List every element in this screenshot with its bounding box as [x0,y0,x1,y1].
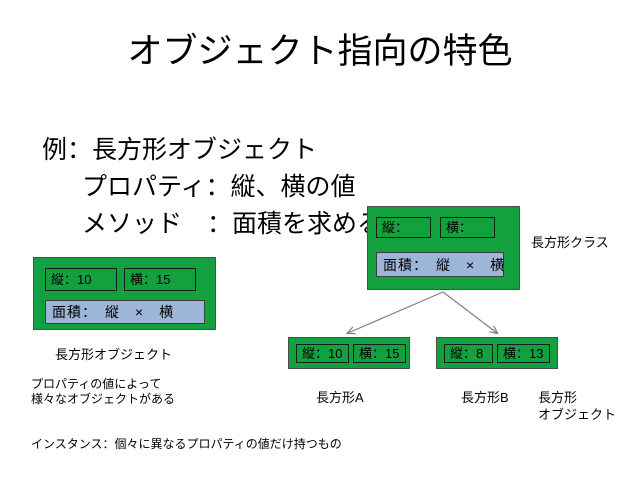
object-method-field: 面積： 縦 × 横 [45,300,205,324]
instance-a-height-field: 縦：10 [296,344,349,363]
property-note: プロパティの値によって 様々なオブジェクトがある [31,377,175,407]
class-box-caption: 長方形クラス [531,235,609,250]
property-note-line1: プロパティの値によって [31,377,162,391]
instance-a-width-field: 横：15 [353,344,406,363]
class-width-field: 横： [440,217,495,238]
class-height-field: 縦： [376,217,431,238]
arrow-to-instance-a [348,291,444,333]
instance-b-height-field: 縦：8 [444,344,493,363]
instance-group-caption: 長方形 オブジェクト [538,389,616,423]
instance-a-caption: 長方形A [316,390,364,405]
body-line-property: プロパティ：縦、横の値 [82,173,356,201]
instance-b-width-field: 横：13 [497,344,550,363]
body-line-example: 例：長方形オブジェクト [42,136,318,164]
class-method-field: 面積： 縦 × 横 [376,252,504,277]
arrow-to-instance-b [442,291,497,333]
object-box-caption: 長方形オブジェクト [55,347,173,362]
object-width-field: 横：15 [124,268,196,291]
instance-group-caption-line2: オブジェクト [538,407,617,422]
instance-definition-note: インスタンス：個々に異なるプロパティの値だけ持つもの [31,437,342,451]
property-note-line2: 様々なオブジェクトがある [31,392,176,406]
instance-b-caption: 長方形B [461,390,509,405]
body-line-method: メソッド ：面積を求める [82,210,383,238]
instance-group-caption-line1: 長方形 [538,390,578,405]
page-title: オブジェクト指向の特色 [127,32,513,71]
object-height-field: 縦：10 [45,268,117,291]
